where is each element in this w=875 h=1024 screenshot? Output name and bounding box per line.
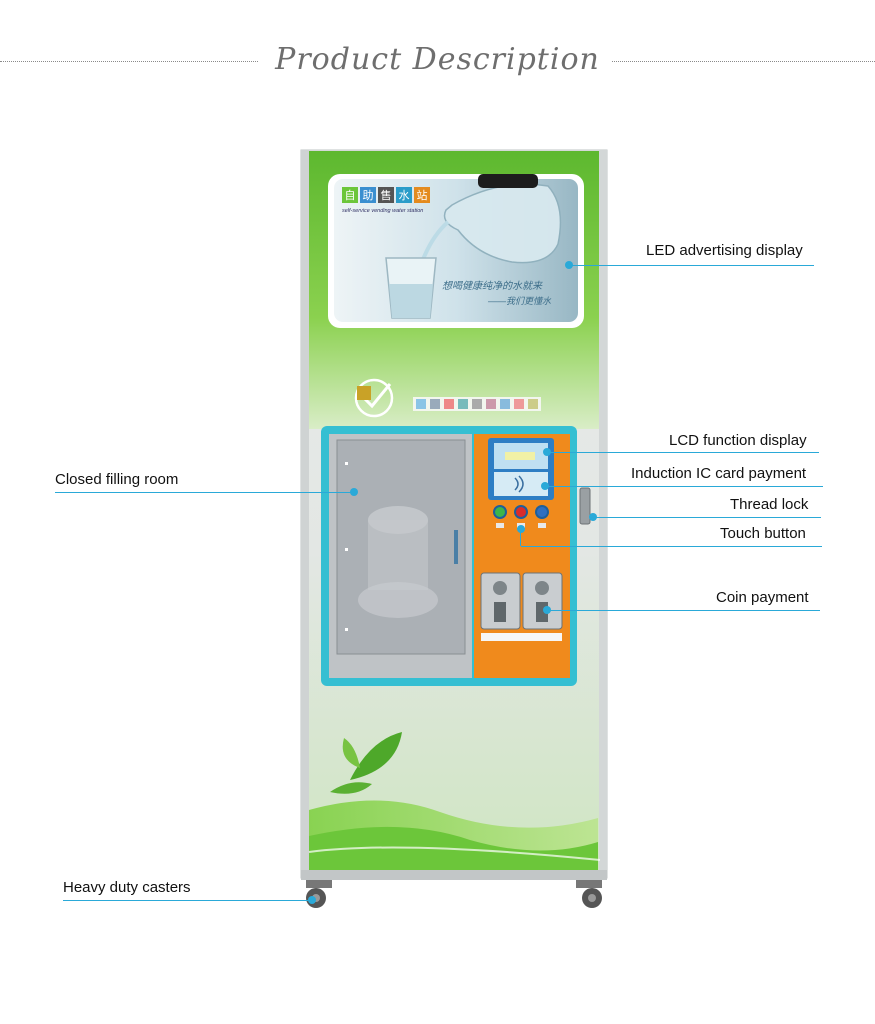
leader-ic-card — [545, 486, 823, 487]
dot-casters — [308, 896, 316, 904]
leader-coin-payment — [547, 610, 820, 611]
thread-lock — [579, 487, 591, 525]
callout-ic-card: Induction IC card payment — [631, 465, 807, 482]
leader-filling-room — [55, 492, 354, 493]
touch-button-blue — [535, 505, 549, 519]
callout-thread-lock: Thread lock — [730, 496, 809, 513]
svg-text:self-service vending water sta: self-service vending water station — [342, 208, 423, 214]
coin-acceptor-right — [522, 572, 563, 630]
callout-led-display: LED advertising display — [646, 242, 803, 259]
callout-filling-room: Closed filling room — [55, 471, 179, 488]
touch-button-green — [493, 505, 507, 519]
svg-text:水: 水 — [399, 189, 410, 202]
leader-led-display — [569, 265, 814, 266]
ic-card-reader — [494, 472, 548, 496]
leader-lcd-display — [547, 452, 819, 453]
leader-touch-button-stem — [520, 530, 521, 546]
dot-filling-room — [350, 488, 358, 496]
callout-coin-payment: Coin payment — [716, 589, 809, 606]
coin-acceptor-left — [480, 572, 521, 630]
svg-text:助: 助 — [363, 188, 374, 202]
machine-side-edge — [301, 150, 309, 878]
callout-touch-button: Touch button — [720, 525, 806, 542]
callout-casters: Heavy duty casters — [63, 879, 191, 896]
touch-button-red — [514, 505, 528, 519]
machine-base — [301, 870, 607, 880]
callout-lcd-display: LCD function display — [669, 432, 807, 449]
caster-right — [576, 880, 602, 908]
brand-logo — [354, 378, 394, 418]
dot-touch-button — [517, 525, 525, 533]
dot-ic-card — [541, 482, 549, 490]
svg-text:站: 站 — [417, 188, 428, 202]
svg-text:自: 自 — [345, 189, 356, 202]
screen-badge: 自 助 售 水 站 self-service vending water sta… — [342, 187, 430, 214]
dot-led-display — [565, 261, 573, 269]
svg-text:——我们更懂水: ——我们更懂水 — [487, 296, 552, 306]
feature-icon-strip — [413, 397, 541, 411]
svg-text:售: 售 — [381, 188, 392, 202]
leader-touch-button — [521, 546, 822, 547]
page-title: Product Description — [275, 42, 600, 77]
header-rule-right — [612, 61, 875, 62]
leaf-decoration — [330, 732, 402, 794]
svg-text:想喝健康纯净的水就来: 想喝健康纯净的水就来 — [442, 280, 543, 292]
dot-thread-lock — [589, 513, 597, 521]
leader-thread-lock — [593, 517, 821, 518]
leader-casters — [63, 900, 312, 901]
dot-lcd-display — [543, 448, 551, 456]
header-rule-left — [0, 61, 258, 62]
dot-coin-payment — [543, 606, 551, 614]
